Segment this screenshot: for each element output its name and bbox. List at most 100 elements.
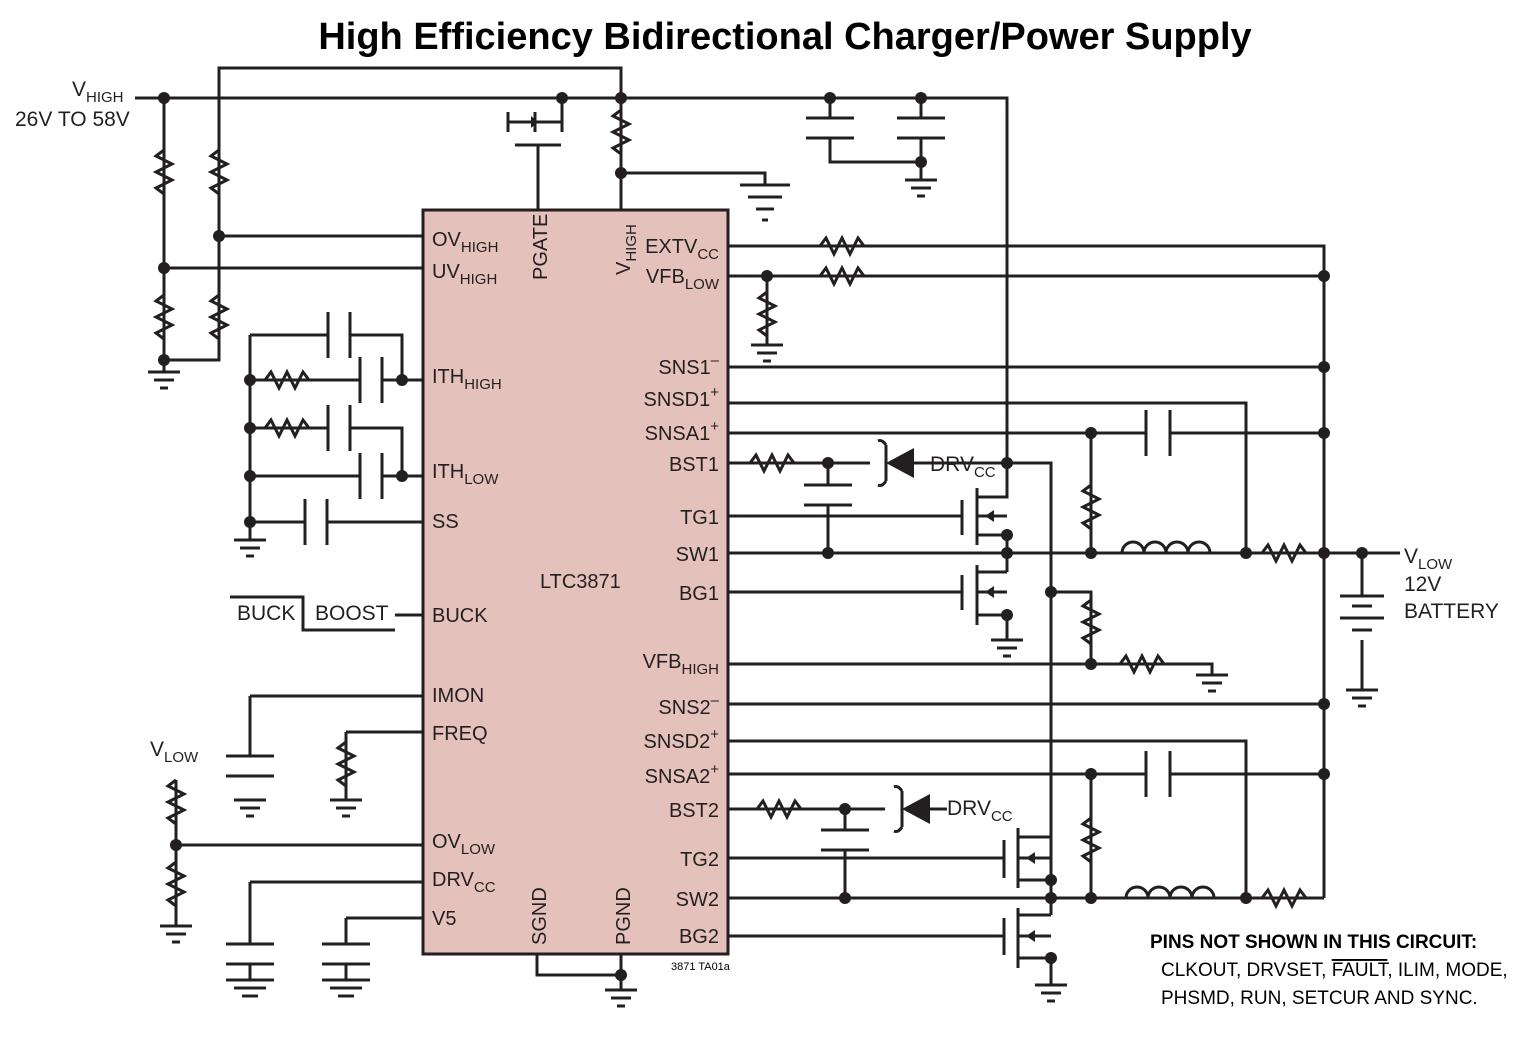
pin-sw2: SW2 xyxy=(676,889,719,911)
pin-bst1: BST1 xyxy=(669,454,719,476)
pin-ithlow: ITHLOW xyxy=(432,461,499,488)
figure-code: 3871 TA01a xyxy=(671,961,731,973)
pin-pgate: PGATE xyxy=(530,214,552,280)
drvcc-label-1: DRVCC xyxy=(930,453,996,481)
resistor-snsa2 xyxy=(1079,816,1103,864)
pin-tg2: TG2 xyxy=(680,849,719,871)
pin-ovhigh: OVHIGH xyxy=(432,229,498,256)
battery xyxy=(1340,594,1384,632)
capacitor-snsa2 xyxy=(1144,751,1172,797)
capacitor-imon xyxy=(226,754,274,778)
pin-sns1: SNS1– xyxy=(658,352,719,379)
resistor-bst1 xyxy=(748,451,796,475)
capacitor-drvcc xyxy=(226,942,274,966)
resistor-ith-high xyxy=(263,368,311,392)
components xyxy=(148,98,1384,1008)
capacitor-ith-high-a xyxy=(326,312,352,358)
ic-right-pins: EXTVCC VFBLOW SNS1– SNSD1+ SNSA1+ BST1 T… xyxy=(643,236,720,948)
pin-buck: BUCK xyxy=(432,605,488,627)
resistor-ith-low xyxy=(263,416,311,440)
resistor-freq xyxy=(334,740,358,788)
mosfet-bot2 xyxy=(1002,908,1051,968)
pins-not-shown-heading: PINS NOT SHOWN IN THIS CIRCUIT: xyxy=(1150,932,1477,953)
pins-not-shown-line1: CLKOUT, DRVSET, FAULT, ILIM, MODE, xyxy=(1161,960,1508,981)
fault-pin-name: FAULT xyxy=(1332,960,1390,981)
pin-bg2: BG2 xyxy=(679,926,719,948)
resistor-bst2 xyxy=(755,797,803,821)
pin-snsa1: SNSA1+ xyxy=(645,418,720,445)
capacitor-top-1 xyxy=(806,116,854,140)
diode-bst2 xyxy=(893,785,930,833)
vlow-output-label: VLOW xyxy=(1404,545,1453,573)
capacitor-top-2 xyxy=(897,116,945,140)
pin-vhigh: VHIGH xyxy=(613,224,640,275)
capacitor-v5 xyxy=(322,942,370,966)
ic-body xyxy=(421,208,730,956)
pin-ithhigh: ITHHIGH xyxy=(432,366,502,393)
pin-extvcc: EXTVCC xyxy=(645,236,719,263)
pmos-pgate xyxy=(506,98,564,147)
pin-uvhigh: UVHIGH xyxy=(432,261,497,288)
vhigh-range-label: 26V TO 58V xyxy=(15,108,130,131)
buck-overline xyxy=(230,595,395,632)
pin-snsa2: SNSA2+ xyxy=(645,761,720,788)
resistor-snsa1 xyxy=(1079,483,1103,531)
pin-ss: SS xyxy=(432,511,459,533)
battery-label: BATTERY xyxy=(1404,600,1499,623)
resistor-ovlow-bot xyxy=(164,860,188,908)
capacitor-boost2 xyxy=(821,828,869,852)
wires xyxy=(135,66,1400,990)
capacitor-ith-low-a xyxy=(326,405,352,451)
resistor-pgate xyxy=(609,108,633,156)
ic-left-pins: OVHIGH UVHIGH ITHHIGH ITHLOW SS BUCK IMO… xyxy=(432,229,502,930)
mosfet-bot1 xyxy=(960,565,1007,625)
vhigh-label: VHIGH xyxy=(72,78,124,106)
pin-tg1: TG1 xyxy=(680,507,719,529)
resistor-vfbhigh-top xyxy=(1079,598,1103,646)
capacitor-snsa1 xyxy=(1144,410,1172,456)
vlow-input-label: VLOW xyxy=(150,738,199,766)
diagram-title: High Efficiency Bidirectional Charger/Po… xyxy=(318,16,1251,58)
resistor-extvcc xyxy=(818,234,866,258)
resistor-sense2 xyxy=(1260,886,1308,910)
mosfet-top2 xyxy=(1002,828,1051,888)
pin-sns2: SNS2– xyxy=(658,692,719,719)
pin-snsd2: SNSD2+ xyxy=(644,726,720,753)
resistor-vfblow-gnd xyxy=(755,290,779,338)
junction-dots xyxy=(158,92,1368,981)
pin-pgnd: PGND xyxy=(613,887,635,945)
resistor-sense1 xyxy=(1260,541,1308,565)
resistor-ov-bot xyxy=(207,293,231,341)
resistor-ovuv-top xyxy=(152,148,176,196)
drvcc-label-2: DRVCC xyxy=(947,797,1013,825)
pin-imon: IMON xyxy=(432,685,484,707)
inductor-1 xyxy=(1120,540,1212,554)
capacitor-ith-high-b xyxy=(358,357,384,403)
pin-sw1: SW1 xyxy=(676,544,719,566)
resistor-vfbhigh-bot xyxy=(1118,652,1166,676)
pin-freq: FREQ xyxy=(432,723,488,745)
grounds xyxy=(148,178,1378,1008)
boost-label: BOOST xyxy=(315,602,389,625)
pin-v5: V5 xyxy=(432,908,456,930)
buck-label: BUCK xyxy=(237,602,295,625)
pin-bg1: BG1 xyxy=(679,583,719,605)
pins-not-shown-line2: PHSMD, RUN, SETCUR AND SYNC. xyxy=(1161,988,1478,1009)
vlow-voltage-label: 12V xyxy=(1404,573,1441,596)
resistor-ovuv-bot xyxy=(152,293,176,341)
pin-vfblow: VFBLOW xyxy=(646,266,720,293)
pin-sgnd: SGND xyxy=(529,887,551,945)
resistor-ov-top xyxy=(207,148,231,196)
capacitor-ss xyxy=(303,499,329,545)
pin-ovlow: OVLOW xyxy=(432,831,496,858)
pin-vfbhigh: VFBHIGH xyxy=(643,651,719,678)
pin-drvcc: DRVCC xyxy=(432,869,496,896)
capacitor-boost1 xyxy=(804,483,852,507)
resistor-ovlow-top xyxy=(164,778,188,826)
mosfet-top1 xyxy=(960,463,1009,545)
diode-bst1 xyxy=(877,439,914,487)
inductor-2 xyxy=(1124,885,1216,899)
resistor-vfblow xyxy=(818,264,866,288)
capacitor-ith-low-b xyxy=(358,453,384,499)
